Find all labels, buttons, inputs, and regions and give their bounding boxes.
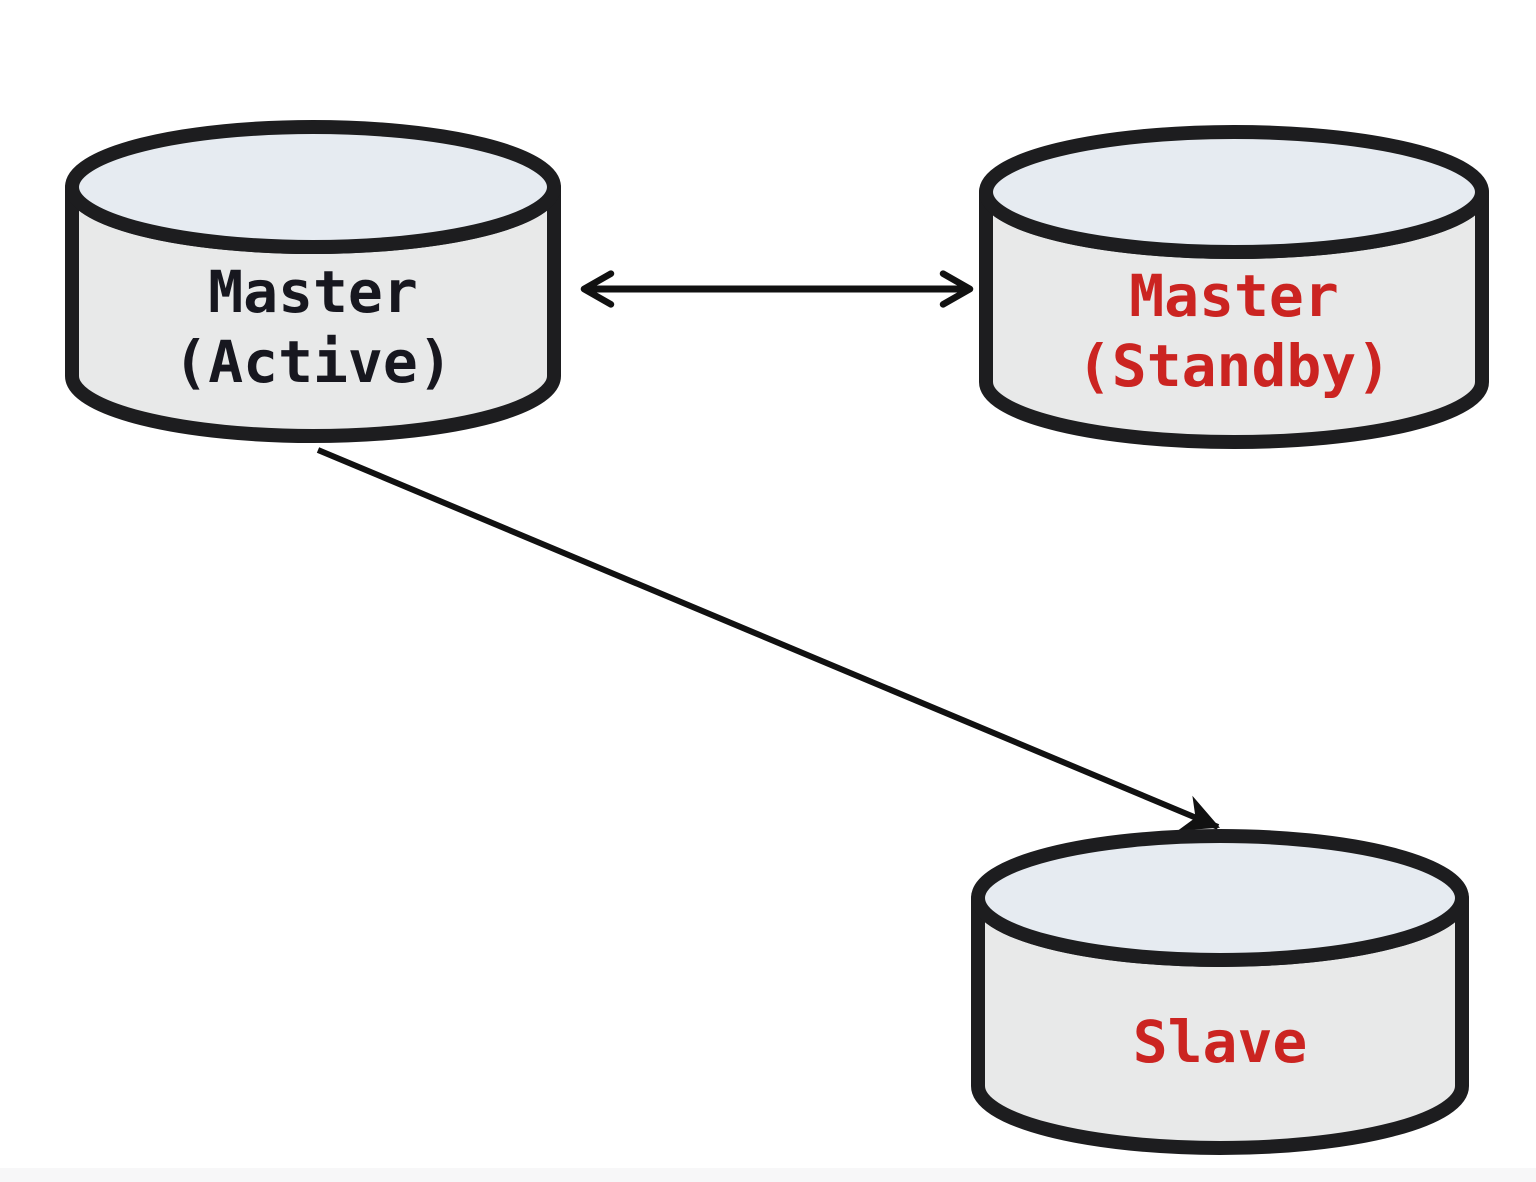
slave-label: Slave [1133,1008,1308,1076]
cylinder-top-face [971,829,1469,967]
db-cylinder-slave: Slave [971,829,1469,1155]
db-cylinder-master-standby: Master (Standby) [979,125,1489,449]
master-active-label-line1: Master [208,258,418,326]
footer-strip [0,1168,1536,1182]
cylinder-top-face [65,120,561,254]
cylinder-top-face [979,125,1489,259]
edge-active-slave-arrow [316,447,1220,831]
master-standby-label-line1: Master [1129,262,1339,330]
master-active-label-line2: (Active) [173,328,452,396]
master-standby-label-line2: (Standby) [1077,332,1391,400]
db-cylinder-master-active: Master (Active) [65,120,561,443]
